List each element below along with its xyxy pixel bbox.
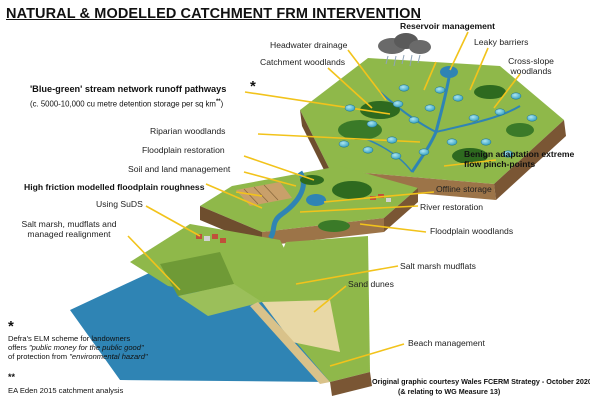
label-salt-marsh-realignment: Salt marsh, mudflats and managed realign…	[21, 219, 117, 239]
pond-icon	[418, 148, 430, 156]
pond-icon	[446, 138, 458, 146]
stream-network-end: )	[220, 99, 224, 109]
stream-network-detail: (c. 5000-10,000 cu metre detention stora…	[30, 99, 223, 110]
label-benign-adaptation: Benign adaptation extreme flow pinch-poi…	[464, 149, 575, 169]
label-river-restoration: River restoration	[420, 202, 484, 212]
credit-line2: (& relating to WG Measure 13)	[398, 387, 501, 396]
footnote-double-star: **	[8, 372, 16, 382]
footnote-elm-offers: offers	[8, 343, 29, 353]
label-floodplain-restoration: Floodplain restoration	[142, 145, 225, 155]
reservoir-icon	[440, 66, 458, 78]
pond-icon	[424, 104, 436, 112]
footnote-eden: EA Eden 2015 catchment analysis	[8, 386, 124, 395]
leader-lines	[127, 31, 521, 367]
diagram-title: NATURAL & MODELLED CATCHMENT FRM INTERVE…	[6, 6, 422, 22]
house-icon	[196, 234, 226, 243]
label-cross-slope-woodlands: Cross-slope woodlands	[508, 56, 554, 76]
label-floodplain-woodlands: Floodplain woodlands	[430, 226, 514, 236]
footnote-elm-quote2: "environmental hazard"	[69, 352, 148, 362]
pond-icon	[494, 108, 506, 116]
pond-icon	[344, 104, 356, 112]
label-salt-marsh-mudflats: Salt marsh mudflats	[400, 261, 476, 271]
footnote-elm-quote1: "public money for the public good"	[28, 343, 144, 353]
stream-network-label: 'Blue-green' stream network runoff pathw…	[30, 84, 226, 95]
pond-icon	[468, 114, 480, 122]
pond-icon	[386, 136, 398, 144]
label-reservoir-management: Reservoir management	[400, 21, 496, 31]
pond-icon	[390, 152, 402, 160]
label-high-friction: High friction modelled floodplain roughn…	[24, 182, 205, 192]
credit-line1: Original graphic courtesy Wales FCERM St…	[372, 377, 590, 386]
coastal-block	[70, 224, 372, 396]
stream-network-sup: **	[215, 99, 221, 105]
pond-icon	[398, 84, 410, 92]
footnote-elm-line1: Defra's ELM scheme for landowners	[8, 334, 131, 343]
footnote-star: *	[8, 318, 14, 335]
label-leaky-barriers: Leaky barriers	[474, 37, 529, 47]
stream-network-line1: 'Blue-green' stream network runoff pathw…	[30, 84, 227, 94]
pond-icon	[362, 146, 374, 154]
footnote-elm-line2: offers "public money for the public good…	[8, 343, 198, 352]
label-beach-management: Beach management	[408, 338, 485, 348]
pond-icon	[392, 100, 404, 108]
stream-network-marker: *	[250, 78, 256, 95]
pond-icon	[452, 94, 464, 102]
pond-icon	[526, 114, 538, 122]
label-headwater-drainage: Headwater drainage	[270, 40, 348, 50]
label-offline-storage: Offline storage	[436, 184, 492, 194]
pond-icon	[502, 150, 514, 158]
pond-icon	[510, 92, 522, 100]
footnote-elm: Defra's ELM scheme for landowners offers…	[8, 334, 198, 361]
label-riparian-woodlands: Riparian woodlands	[150, 126, 226, 136]
floodplain-block	[200, 166, 418, 246]
pond-icon	[434, 86, 446, 94]
label-catchment-woodlands: Catchment woodlands	[260, 57, 346, 67]
pond-icon	[480, 138, 492, 146]
pond-icon	[408, 116, 420, 124]
pond-icon	[366, 120, 378, 128]
footnote-elm-protection: of protection from	[8, 352, 70, 362]
label-soil-land-management: Soil and land management	[128, 164, 231, 174]
rain-cloud-icon	[378, 33, 431, 67]
offline-storage-pond	[306, 194, 326, 206]
footnote-elm-line3: of protection from "environmental hazard…	[8, 352, 198, 361]
label-sand-dunes: Sand dunes	[348, 279, 394, 289]
stream-network-line2: (c. 5000-10,000 cu metre detention stora…	[30, 99, 216, 109]
pond-icon	[338, 140, 350, 148]
label-using-suds: Using SuDS	[96, 199, 143, 209]
